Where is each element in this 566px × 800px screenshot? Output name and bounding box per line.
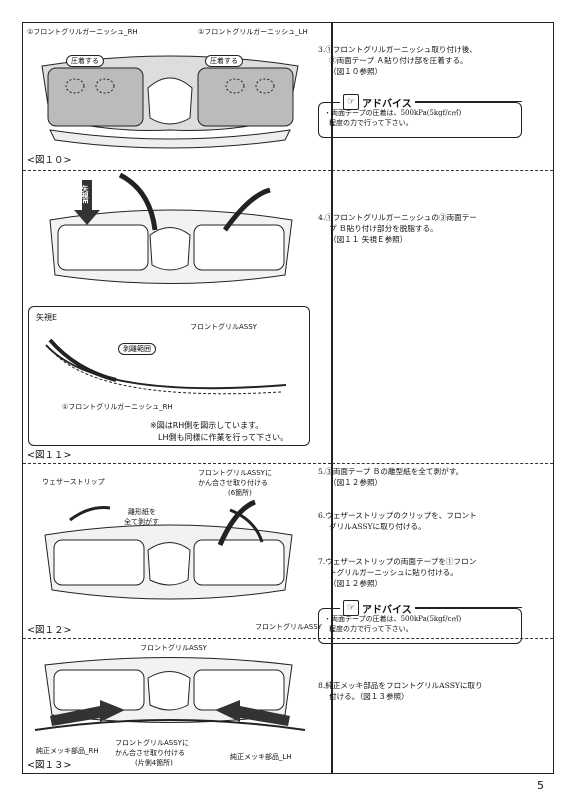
- fig13-label-rh: 純正メッキ部品_RH: [36, 747, 99, 755]
- step-3-title: 3.①フロントグリルガーニッシュ取り付け後、: [318, 45, 477, 54]
- fig11-arrow-label: 矢視E: [81, 185, 89, 204]
- fig11-view-e-box: [28, 306, 310, 446]
- page-number: 5: [537, 779, 544, 792]
- advice-1-rule: [362, 101, 522, 102]
- advice-2-frame: [318, 608, 522, 644]
- step-4: 4.①フロントグリルガーニッシュの③両面テー プ Ｂ貼り付け部分を脱脂する。 （…: [318, 212, 523, 245]
- fig12-label-weather: ウェザーストリップ: [42, 478, 105, 486]
- separator-fig12: [23, 638, 331, 639]
- advice-1-text-2: 程度の力で行って下さい。: [329, 119, 413, 127]
- advice-box-1: ☞ アドバイス ・両面テープの圧着は、500kPa(5kgf/c㎡) 程度の力で…: [318, 92, 524, 140]
- fig13-label-fit1: フロントグリルASSYに: [115, 739, 189, 747]
- column-divider: [331, 23, 333, 773]
- step-4-line3: （図１１ 矢視Ｅ参照）: [329, 235, 408, 244]
- separator-right-2: [332, 463, 553, 464]
- fig11-section-illustration: [45, 338, 287, 395]
- step-5: 5.③両面テープ Ｂの離型紙を全て剥がす。 （図１２参照）: [318, 466, 523, 488]
- step-5-title: 5.③両面テープ Ｂの離型紙を全て剥がす。: [318, 467, 464, 476]
- fig12-label-liner1: 離形紙を: [128, 508, 156, 516]
- fig11-note-2: LH側も同様に作業を行って下さい。: [158, 433, 289, 442]
- fig11-label-peel: 剥離範囲: [118, 343, 156, 355]
- pointing-hand-icon: ☞: [343, 600, 359, 616]
- fig11-caption: <図１１>: [27, 450, 72, 461]
- step-3-line2: ②両面テープ Ａ貼り付け部を圧着する。: [329, 56, 468, 65]
- fig13-grille-illustration: [34, 657, 306, 731]
- advice-box-2: ☞ アドバイス ・両面テープの圧着は、500kPa(5kgf/c㎡) 程度の力で…: [318, 598, 524, 646]
- fig11-note-1: ※図はRH側を図示しています。: [150, 421, 264, 430]
- fig10-grille-illustration: [41, 55, 299, 149]
- step-6-line2: グリルASSYに取り付ける。: [329, 522, 426, 531]
- fig12-grille-illustration: [44, 499, 293, 600]
- separator-fig11: [23, 463, 331, 464]
- advice-2-header: ☞ アドバイス: [340, 600, 415, 616]
- step-3-line3: （図１０参照）: [329, 67, 383, 76]
- step-7-line3: （図１２参照）: [329, 579, 383, 588]
- fig13-label-fit2: かん合させ取り付ける: [115, 749, 185, 757]
- pointing-hand-icon: ☞: [343, 94, 359, 110]
- fig12-label-assy: フロントグリルASSY: [255, 623, 322, 631]
- step-7: 7.ウェザーストリップの両面テープを①フロン トグリルガーニッシュに貼り付ける。…: [318, 556, 523, 589]
- step-7-title: 7.ウェザーストリップの両面テープを①フロン: [318, 557, 477, 566]
- advice-2-text-1: ・両面テープの圧着は、500kPa(5kgf/c㎡): [324, 615, 462, 623]
- fig11-label-assy: フロントグリルASSY: [190, 323, 257, 331]
- advice-2-text-2: 程度の力で行って下さい。: [329, 625, 413, 633]
- step-6-title: 6.ウェザーストリップのクリップを、フロント: [318, 511, 477, 520]
- fig13-caption: <図１３>: [27, 760, 72, 771]
- fig11-view-title: 矢視E: [36, 313, 58, 322]
- fig12-label-fit2: かん合させ取り付ける: [198, 479, 268, 487]
- fig10-label-rh: ①フロントグリルガーニッシュ_RH: [27, 28, 138, 36]
- step-8: 8.純正メッキ部品をフロントグリルASSYに取り 付ける。（図１３参照）: [318, 680, 523, 702]
- step-3: 3.①フロントグリルガーニッシュ取り付け後、 ②両面テープ Ａ貼り付け部を圧着す…: [318, 44, 523, 77]
- advice-2-title: アドバイス: [362, 604, 412, 616]
- advice-1-header: ☞ アドバイス: [340, 94, 415, 110]
- separator-right-3: [332, 638, 553, 639]
- fig11-label-garnish: ①フロントグリルガーニッシュ_RH: [62, 403, 173, 411]
- advice-1-frame: [318, 102, 522, 138]
- advice-1-text: ・両面テープの圧着は、500kPa(5kgf/c㎡) 程度の力で行って下さい。: [324, 108, 518, 128]
- step-8-line2: 付ける。（図１３参照）: [329, 692, 409, 701]
- step-7-line2: トグリルガーニッシュに貼り付ける。: [329, 568, 458, 577]
- advice-1-text-1: ・両面テープの圧着は、500kPa(5kgf/c㎡): [324, 109, 462, 117]
- fig10-press-lh: 圧着する: [205, 55, 243, 67]
- step-6: 6.ウェザーストリップのクリップを、フロント グリルASSYに取り付ける。: [318, 510, 523, 532]
- fig12-label-fit1: フロントグリルASSYに: [198, 469, 272, 477]
- fig11-grille-illustration: [49, 172, 293, 284]
- fig10-press-rh: 圧着する: [66, 55, 104, 67]
- step-8-title: 8.純正メッキ部品をフロントグリルASSYに取り: [318, 681, 483, 690]
- fig13-label-assy: フロントグリルASSY: [140, 644, 207, 652]
- fig10-label-lh: ①フロントグリルガーニッシュ_LH: [198, 28, 308, 36]
- fig10-caption: <図１０>: [27, 155, 72, 166]
- step-5-line2: （図１２参照）: [329, 478, 383, 487]
- fig13-label-fit3: (片側4箇所): [135, 759, 173, 767]
- fig13-label-lh: 純正メッキ部品_LH: [230, 753, 292, 761]
- advice-1-title: アドバイス: [362, 98, 412, 110]
- fig12-caption: <図１２>: [27, 625, 72, 636]
- step-4-line2: プ Ｂ貼り付け部分を脱脂する。: [329, 224, 438, 233]
- page-frame: [22, 22, 554, 774]
- separator-right-1: [332, 170, 553, 171]
- fig12-label-fit3: (6箇所): [228, 489, 252, 497]
- separator-fig10: [23, 170, 331, 171]
- advice-2-rule: [362, 607, 522, 608]
- fig12-label-liner2: 全て剥がす: [124, 518, 159, 526]
- advice-2-text: ・両面テープの圧着は、500kPa(5kgf/c㎡) 程度の力で行って下さい。: [324, 614, 518, 634]
- step-4-title: 4.①フロントグリルガーニッシュの③両面テー: [318, 213, 477, 222]
